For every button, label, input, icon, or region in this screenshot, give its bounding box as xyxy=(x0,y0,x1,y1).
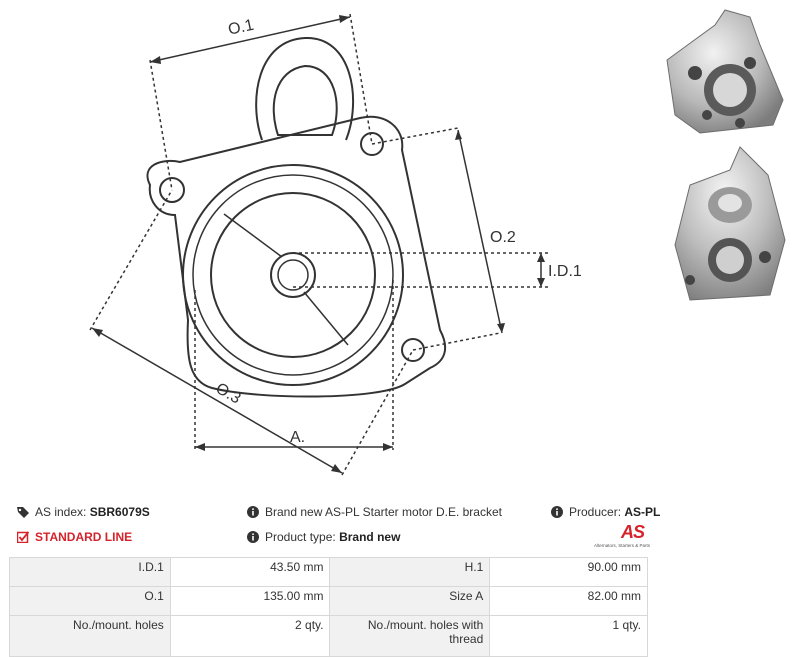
spec-label: H.1 xyxy=(329,557,491,587)
spec-label: Size A xyxy=(329,586,491,616)
table-row: O.1 135.00 mm Size A 82.00 mm xyxy=(9,586,648,616)
label-o1: O.1 xyxy=(227,17,256,39)
info-icon xyxy=(551,506,563,518)
producer-label: Producer: xyxy=(569,505,622,519)
tag-icon xyxy=(17,507,29,518)
label-o3: O.3 xyxy=(213,380,244,408)
spec-label: O.1 xyxy=(9,586,171,616)
info-icon xyxy=(247,531,259,543)
spec-value: 43.50 mm xyxy=(169,557,331,587)
producer-value: AS-PL xyxy=(624,505,661,519)
description-text: Brand new AS-PL Starter motor D.E. brack… xyxy=(265,505,502,519)
producer: Producer: AS-PL xyxy=(551,505,660,519)
spec-value: 135.00 mm xyxy=(169,586,331,616)
spec-value: 82.00 mm xyxy=(489,586,648,616)
label-o2: O.2 xyxy=(490,229,516,246)
table-row: No./mount. holes 2 qty. No./mount. holes… xyxy=(9,615,648,657)
product-type-value: Brand new xyxy=(339,530,401,544)
spec-value: 90.00 mm xyxy=(489,557,648,587)
info-icon xyxy=(247,506,259,518)
label-a: A. xyxy=(290,429,305,446)
spec-label: I.D.1 xyxy=(9,557,171,587)
standard-line: STANDARD LINE xyxy=(17,530,132,544)
as-index-value: SBR6079S xyxy=(89,505,150,519)
spec-label: No./mount. holes with thread xyxy=(329,615,491,657)
product-photo-front xyxy=(666,9,784,134)
spec-label: No./mount. holes xyxy=(9,615,171,657)
spec-value: 1 qty. xyxy=(489,615,648,657)
logo-mark: AS xyxy=(620,522,645,542)
product-type-label: Product type: xyxy=(265,530,336,544)
product-photo-back xyxy=(674,146,786,301)
table-row: I.D.1 43.50 mm H.1 90.00 mm xyxy=(9,557,648,587)
checkbox-icon xyxy=(17,531,29,543)
product-type: Product type: Brand new xyxy=(247,530,400,544)
standard-line-text: STANDARD LINE xyxy=(35,530,133,544)
description: Brand new AS-PL Starter motor D.E. brack… xyxy=(247,505,502,519)
spec-value: 2 qty. xyxy=(169,615,331,657)
label-id1: I.D.1 xyxy=(548,263,582,280)
as-index-label: AS index: xyxy=(35,505,87,519)
as-logo: AS Alternators, Starters & Parts xyxy=(586,522,650,552)
technical-drawing: O.1 O.2 I.D.1 O.3 A. xyxy=(89,13,582,476)
as-index: AS index: SBR6079S xyxy=(17,505,150,519)
logo-tagline: Alternators, Starters & Parts xyxy=(593,543,650,548)
spec-table: I.D.1 43.50 mm H.1 90.00 mm O.1 135.00 m… xyxy=(9,557,648,657)
